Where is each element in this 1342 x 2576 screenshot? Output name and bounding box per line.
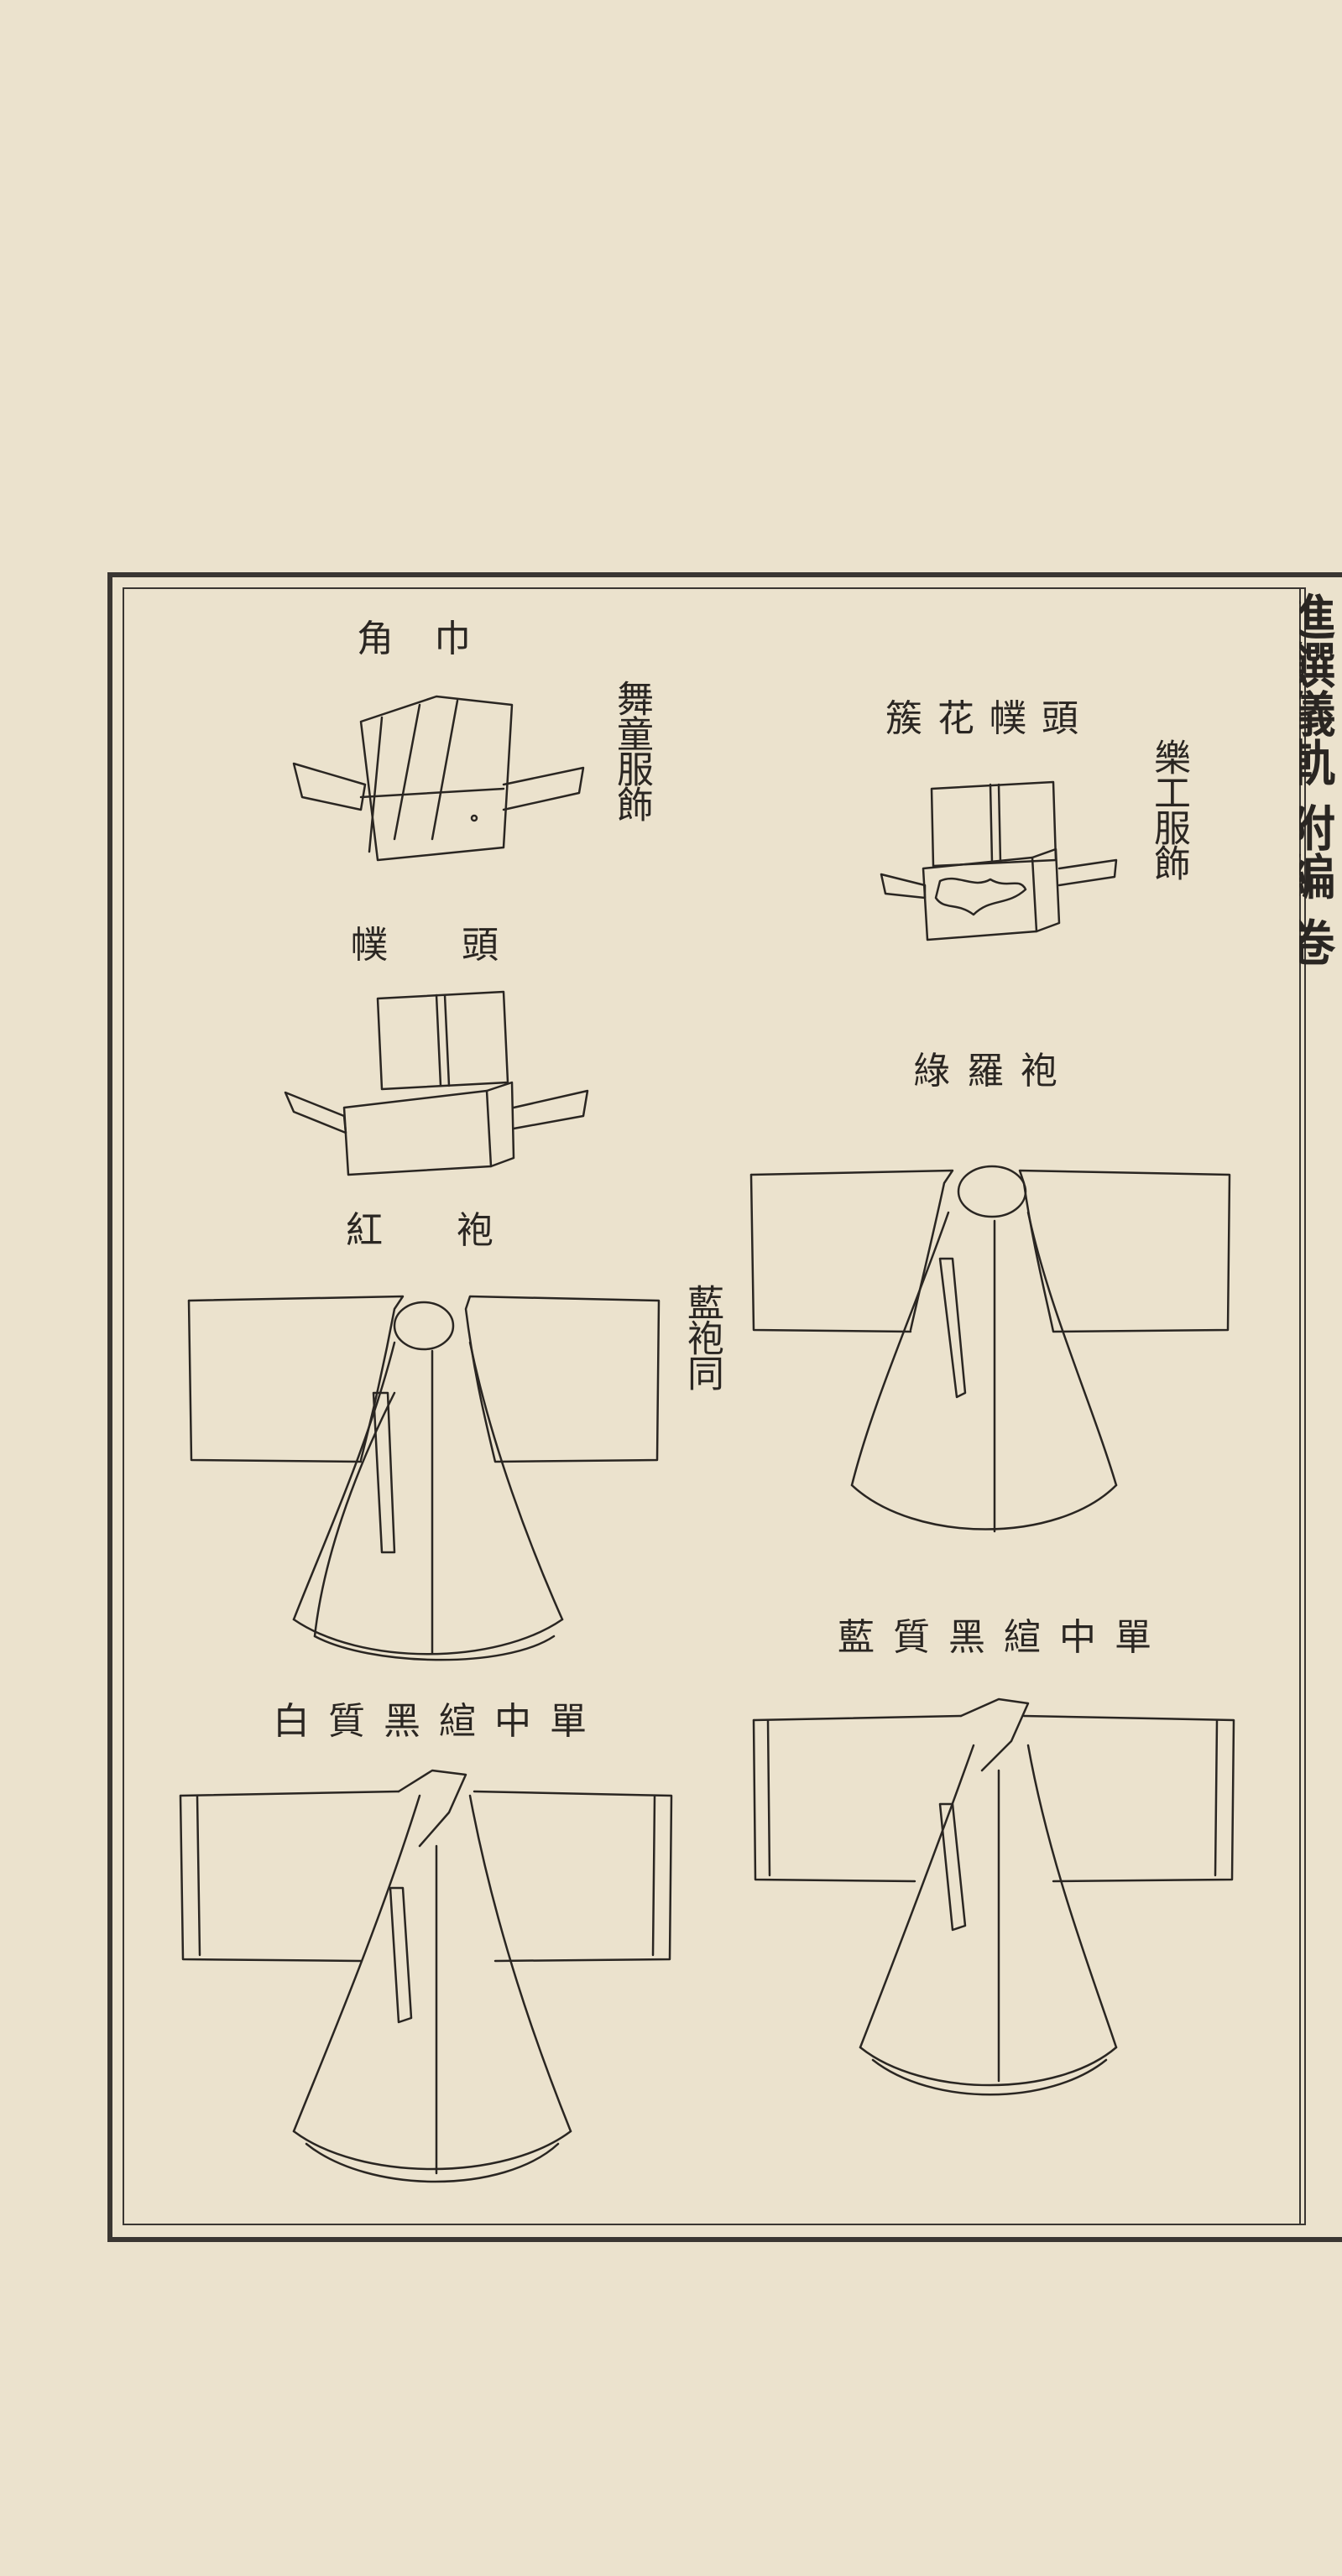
label-hongpo: 紅袍 — [346, 1209, 567, 1252]
outer-border — [107, 572, 1342, 2242]
label-gakgeon: 角巾 — [357, 618, 511, 660]
section-dancer-costume: 舞童服飾 — [610, 680, 653, 821]
label-nokrapo: 綠羅袍 — [913, 1050, 1074, 1092]
label-namjil-jungdan: 藍質黑縇中單 — [838, 1616, 1170, 1659]
bokdu-drawing — [284, 990, 589, 1176]
margin-title: 進饌儀軌 附編 卷 — [1299, 592, 1335, 967]
inner-border — [123, 587, 1306, 2225]
margin-column — [1299, 587, 1342, 2225]
label-hongpo-note: 藍袍同 — [681, 1284, 723, 1390]
chokwa-bokdu-drawing — [880, 780, 1118, 941]
namjil-jungdan-drawing — [752, 1697, 1235, 2096]
label-baekjil-jungdan: 白質黑縇中單 — [273, 1700, 605, 1743]
section-musician-costume: 樂工服飾 — [1147, 738, 1190, 879]
label-bokdu: 幞頭 — [351, 924, 572, 967]
label-chokwa-bokdu: 簇花幞頭 — [885, 697, 1094, 740]
gakgeon-hat-drawing — [292, 695, 585, 862]
hongpo-robe-drawing — [187, 1295, 661, 1661]
nokrapo-robe-drawing — [749, 1165, 1231, 1533]
baekjil-jungdan-drawing — [179, 1769, 673, 2183]
